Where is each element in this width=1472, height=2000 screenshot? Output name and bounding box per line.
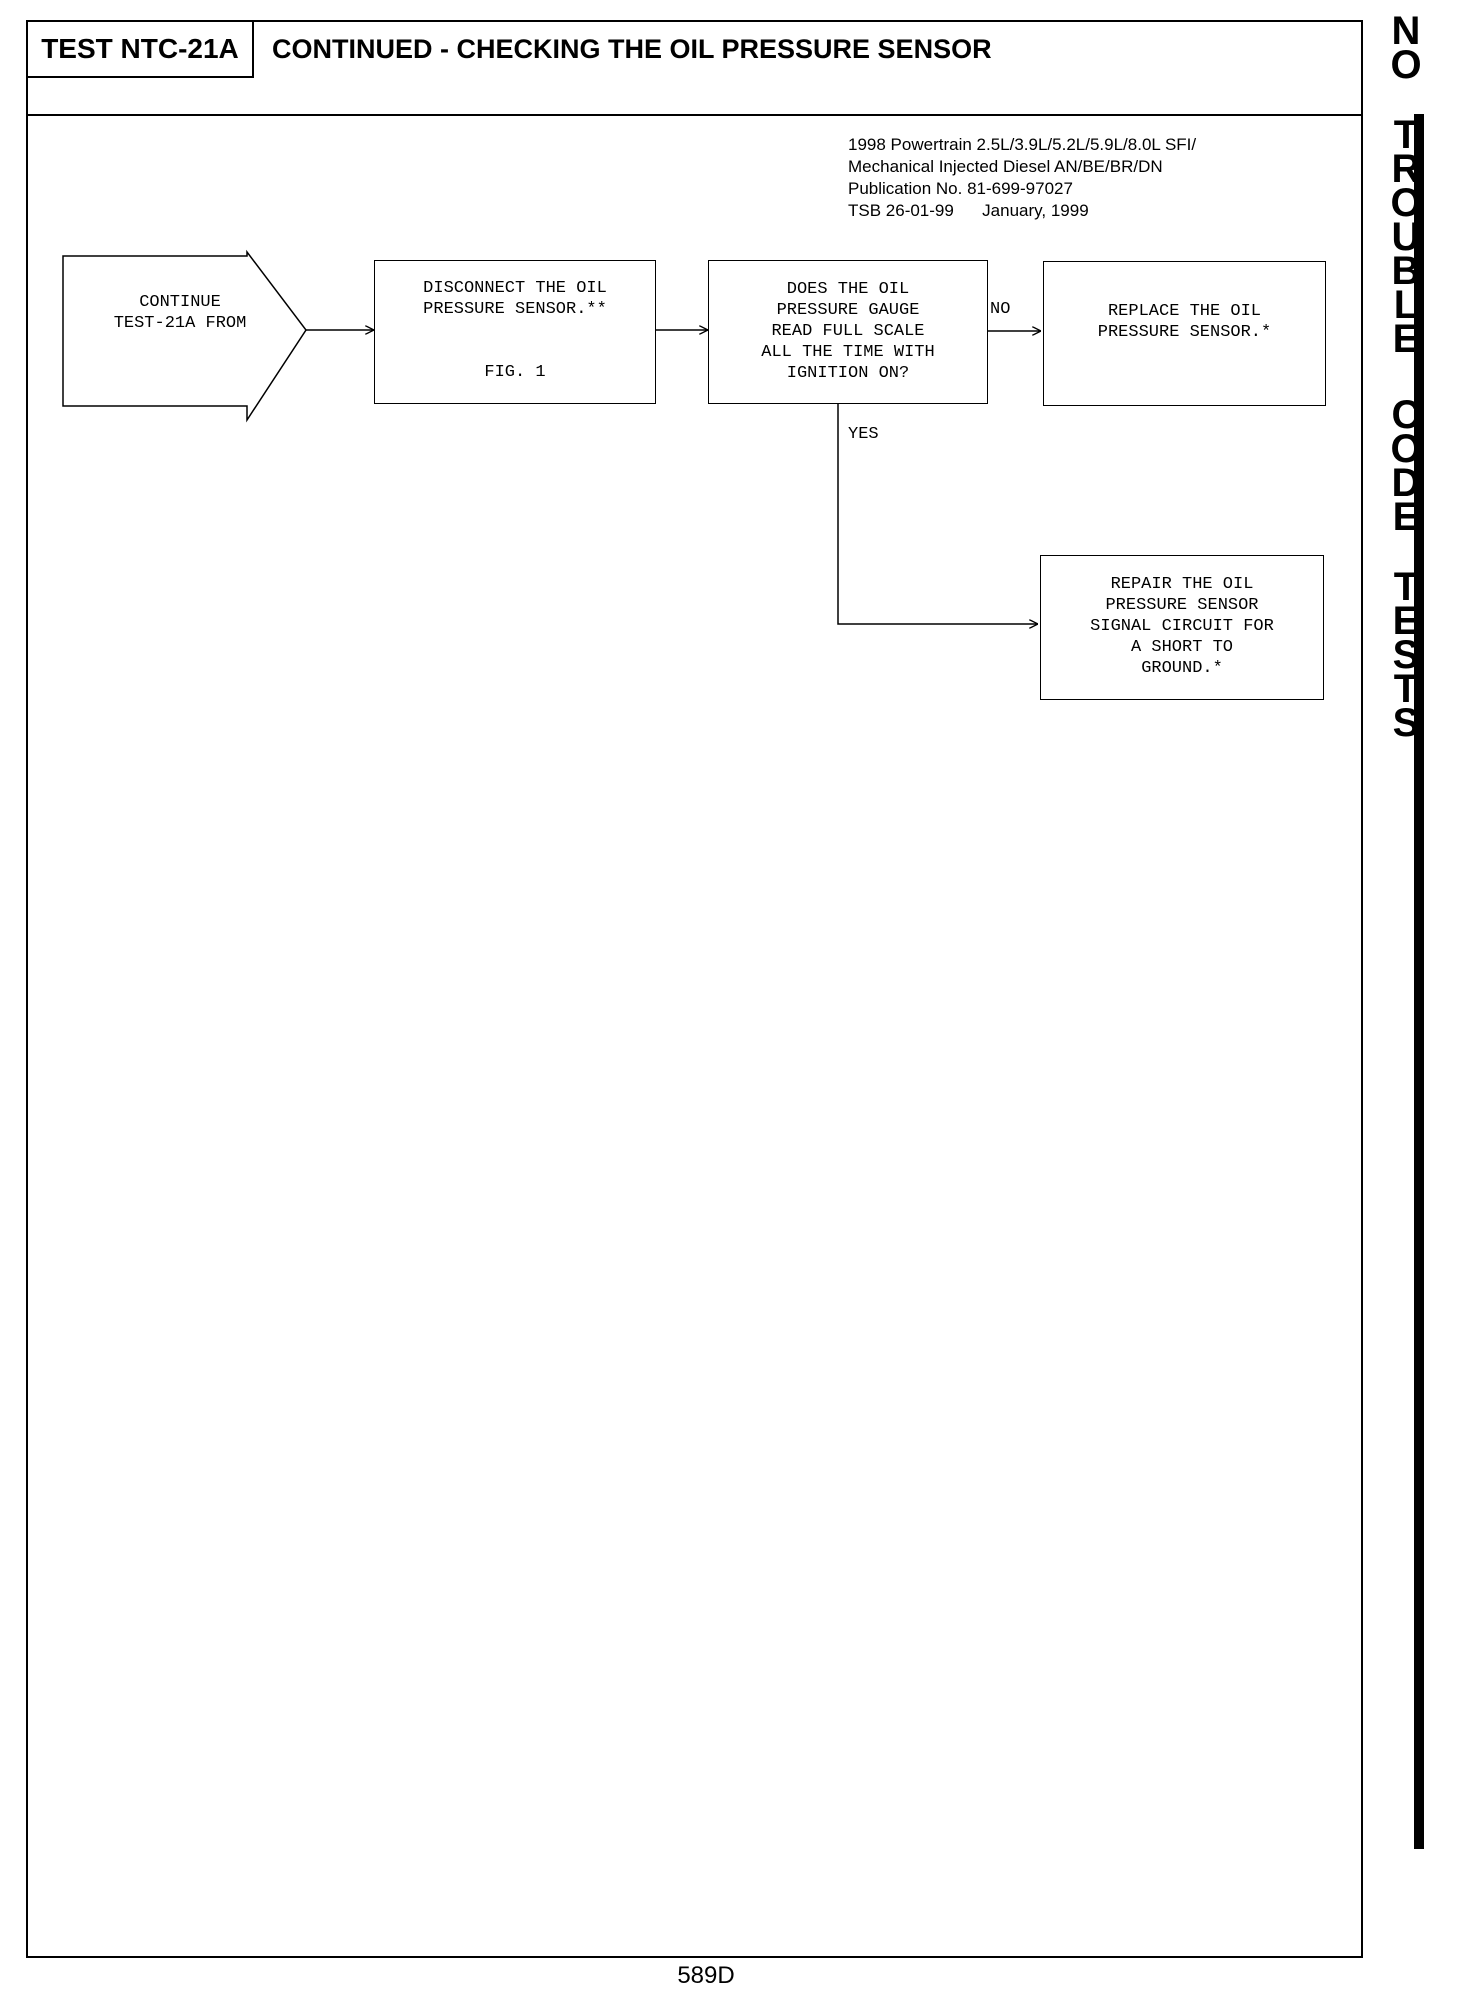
side-tab-letter: R xyxy=(1391,147,1421,191)
test-id: TEST NTC-21A xyxy=(26,20,254,78)
side-tab-letter: D xyxy=(1391,461,1421,505)
connector-yes xyxy=(837,404,1038,624)
publication-line-1: 1998 Powertrain 2.5L/3.9L/5.2L/5.9L/8.0L… xyxy=(848,135,1197,154)
side-tab-letter: N xyxy=(1391,9,1421,53)
side-tab-letter: T xyxy=(1393,113,1419,157)
side-tab-letter: T xyxy=(1393,667,1419,711)
page-title: CONTINUED - CHECKING THE OIL PRESSURE SE… xyxy=(272,34,992,64)
flow-result-repair-text: REPAIR THE OIL PRESSURE SENSOR SIGNAL CI… xyxy=(1090,575,1274,678)
side-tab-letter: T xyxy=(1393,565,1419,609)
side-tab-letter: S xyxy=(1392,701,1420,745)
side-tab-bar xyxy=(1414,114,1424,1849)
flow-result-replace xyxy=(1043,261,1326,406)
publication-line-4: TSB 26-01-99 January, 1999 xyxy=(848,201,1089,220)
side-tab-letter: L xyxy=(1393,283,1419,327)
publication-info: 1998 Powertrain 2.5L/3.9L/5.2L/5.9L/8.0L… xyxy=(848,134,1196,222)
side-tab-letter: O xyxy=(1390,427,1422,471)
flow-result-repair xyxy=(1040,555,1324,700)
start-arrow-shape xyxy=(62,249,307,423)
side-tab-letter: O xyxy=(1390,181,1422,225)
side-tab-letter: C xyxy=(1391,393,1421,437)
flow-result-replace-text: REPLACE THE OIL PRESSURE SENSOR.* xyxy=(1097,302,1272,342)
branch-no-label: NO xyxy=(990,300,1011,319)
side-tab-letter: S xyxy=(1392,633,1420,677)
side-tab-letter: E xyxy=(1392,317,1420,361)
side-tab-letter: O xyxy=(1390,43,1422,87)
side-tab-letter: B xyxy=(1391,249,1421,293)
flow-decision-text: DOES THE OIL PRESSURE GAUGE READ FULL SC… xyxy=(761,280,935,383)
header-divider xyxy=(26,114,1363,116)
side-tab-letter: E xyxy=(1392,495,1420,539)
publication-line-2: Mechanical Injected Diesel AN/BE/BR/DN xyxy=(848,157,1163,176)
flow-step-disconnect-fig: FIG. 1 xyxy=(484,363,546,382)
side-tab-letter: E xyxy=(1392,599,1420,643)
page-frame xyxy=(26,20,1363,1958)
side-tab-letter: U xyxy=(1391,215,1421,259)
flow-start-text: CONTINUE TEST-21A FROM xyxy=(113,293,247,333)
flow-decision xyxy=(708,260,988,404)
flow-step-disconnect xyxy=(374,260,656,404)
branch-yes-label: YES xyxy=(848,425,879,444)
publication-line-3: Publication No. 81-699-97027 xyxy=(848,179,1073,198)
page-number: 589D xyxy=(677,1962,735,1989)
flow-step-disconnect-text: DISCONNECT THE OIL PRESSURE SENSOR.** xyxy=(423,279,607,319)
